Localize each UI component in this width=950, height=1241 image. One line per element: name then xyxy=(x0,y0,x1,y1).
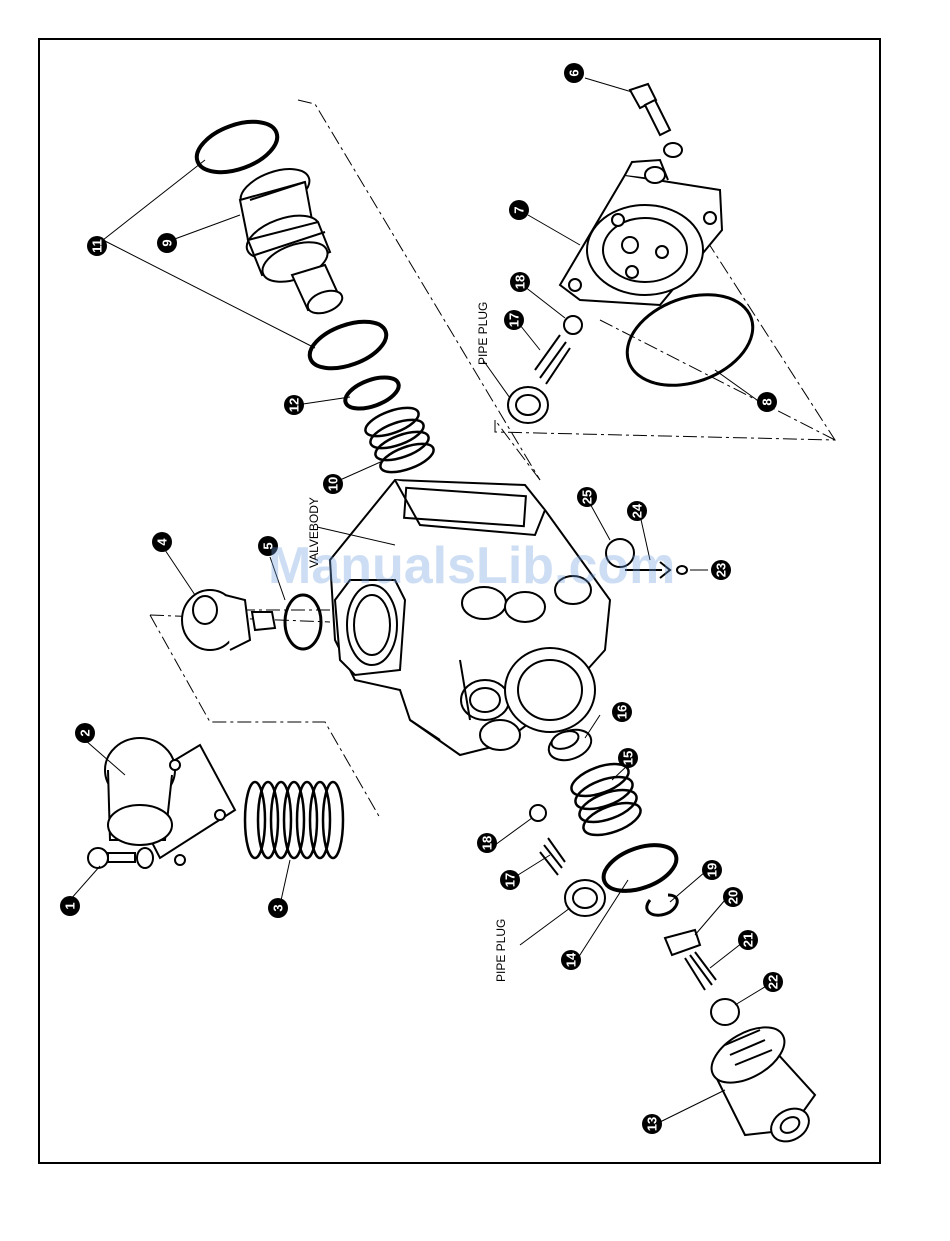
svg-text:10: 10 xyxy=(326,477,341,491)
callout-3: 3 xyxy=(268,898,288,918)
svg-text:17: 17 xyxy=(507,313,522,327)
callout-18-upper: 18 xyxy=(510,272,530,292)
plug-4 xyxy=(182,590,275,650)
spring-15 xyxy=(567,758,644,842)
callout-16: 16 xyxy=(612,702,632,722)
cap-7 xyxy=(560,160,722,305)
svg-text:11: 11 xyxy=(90,239,105,253)
callout-1: 1 xyxy=(60,896,80,916)
pipe-plug-label-upper: PIPE PLUG xyxy=(476,302,490,365)
spring-3 xyxy=(245,782,343,858)
svg-text:20: 20 xyxy=(726,890,741,904)
svg-text:18: 18 xyxy=(513,275,528,289)
cartridge-9 xyxy=(235,161,345,318)
svg-text:24: 24 xyxy=(630,503,645,518)
svg-text:7: 7 xyxy=(512,206,527,213)
svg-text:16: 16 xyxy=(615,705,630,719)
callout-2: 2 xyxy=(75,723,95,743)
callout-10: 10 xyxy=(323,474,343,494)
svg-text:9: 9 xyxy=(160,239,175,246)
callout-8: 8 xyxy=(757,392,777,412)
callout-13: 13 xyxy=(642,1114,662,1134)
cover-2 xyxy=(105,738,235,865)
callout-9: 9 xyxy=(157,233,177,253)
callout-4: 4 xyxy=(152,532,172,552)
svg-text:6: 6 xyxy=(567,69,582,76)
svg-text:21: 21 xyxy=(741,933,756,947)
pipe-plug-label-lower: PIPE PLUG xyxy=(494,919,508,982)
svg-text:25: 25 xyxy=(580,490,595,504)
valve-body xyxy=(330,480,610,755)
svg-text:14: 14 xyxy=(564,952,579,967)
callout-25: 25 xyxy=(577,487,597,507)
watermark-text: ManualsLib.com xyxy=(268,537,675,595)
check-ball-spring-upper xyxy=(508,316,582,423)
spring-10 xyxy=(362,402,437,478)
callout-24: 24 xyxy=(627,501,647,521)
svg-text:2: 2 xyxy=(78,729,93,736)
svg-text:4: 4 xyxy=(155,538,170,546)
svg-text:17: 17 xyxy=(503,873,518,887)
callout-21: 21 xyxy=(738,930,758,950)
svg-text:15: 15 xyxy=(621,751,636,765)
svg-text:13: 13 xyxy=(645,1117,660,1131)
callout-19: 19 xyxy=(702,860,722,880)
valve-20-21-22 xyxy=(665,930,739,1025)
fitting-13 xyxy=(702,1016,815,1148)
callout-17-lower: 17 xyxy=(500,870,520,890)
o-ring-14 xyxy=(597,836,682,900)
svg-text:18: 18 xyxy=(480,836,495,850)
callout-18-lower: 18 xyxy=(477,833,497,853)
screw-1 xyxy=(88,848,153,868)
bolt-6 xyxy=(630,84,682,157)
callout-14: 14 xyxy=(561,950,581,970)
callout-7: 7 xyxy=(509,200,529,220)
svg-text:12: 12 xyxy=(287,398,302,412)
svg-text:22: 22 xyxy=(766,975,781,989)
callout-15: 15 xyxy=(618,748,638,768)
callout-22: 22 xyxy=(763,972,783,992)
o-ring-5 xyxy=(285,595,321,649)
callout-17-upper: 17 xyxy=(504,310,524,330)
svg-text:1: 1 xyxy=(63,902,78,909)
svg-text:23: 23 xyxy=(714,563,729,577)
retainer-19 xyxy=(647,895,678,915)
o-ring-11-upper xyxy=(190,112,284,182)
callout-11: 11 xyxy=(87,236,107,256)
callout-6: 6 xyxy=(564,63,584,83)
svg-text:3: 3 xyxy=(271,904,286,911)
svg-text:19: 19 xyxy=(705,863,720,877)
callout-23: 23 xyxy=(711,560,731,580)
callout-12: 12 xyxy=(284,395,304,415)
svg-text:8: 8 xyxy=(760,398,775,405)
o-rings-11-12 xyxy=(304,313,403,415)
callout-20: 20 xyxy=(723,887,743,907)
